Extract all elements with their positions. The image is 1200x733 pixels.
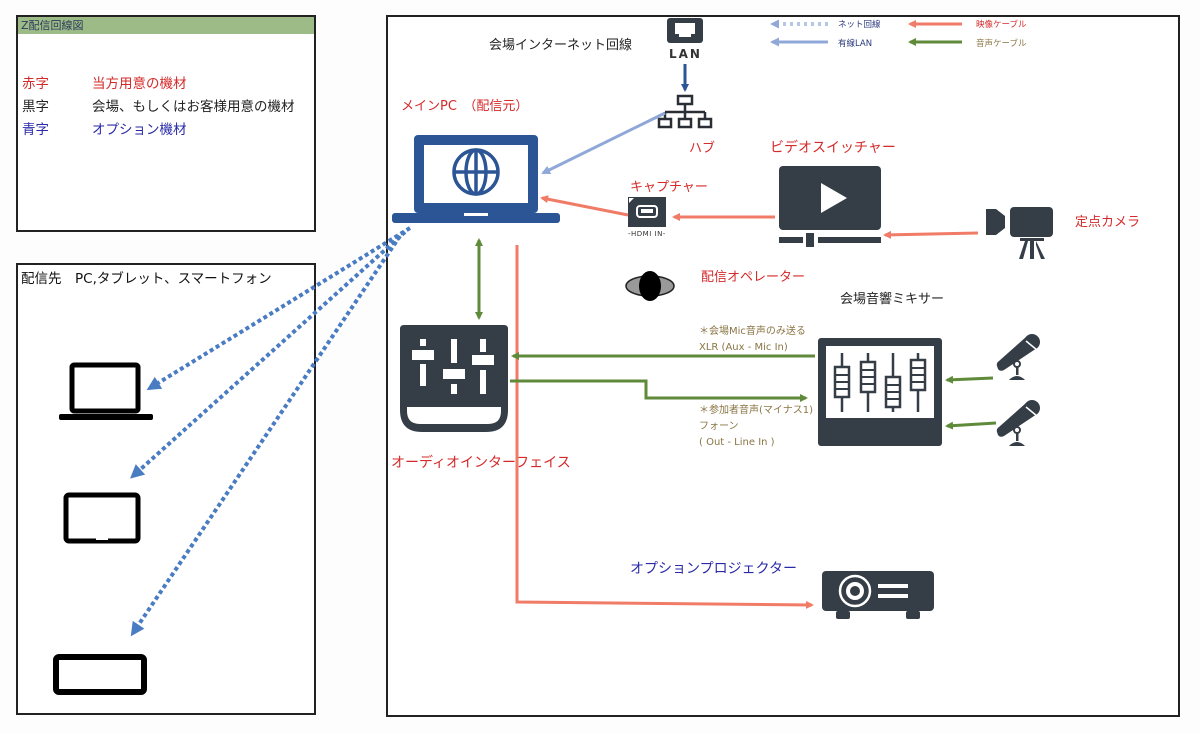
legend-title: Z配信回線図 — [18, 17, 314, 34]
audio-interface-label: オーディオインターフェイス — [391, 455, 571, 471]
hdmi-in-label: -HDMI IN- — [628, 230, 666, 238]
xlr-note-line: XLR (Aux - Mic In) — [699, 342, 788, 353]
legend-net-line-label: ネット回線 — [838, 20, 881, 30]
hub-label: ハブ — [689, 141, 716, 156]
legend-key: 青字 — [22, 122, 49, 138]
operator-label: 配信オペレーター — [701, 270, 806, 285]
legend-wired-lan-label: 有線LAN — [838, 39, 873, 49]
legend-desc: 会場、もしくはお客様用意の機材 — [92, 99, 295, 115]
internet-label: 会場インターネット回線 — [489, 38, 633, 53]
phone-note: ＊参加者音声(マイナス1) フォーン ( Out - Line In ) — [699, 403, 813, 451]
legend-desc: オプション機材 — [92, 122, 187, 138]
phone-note-line: フォーン — [699, 421, 739, 432]
legend-panel: Z配信回線図 赤字 当方用意の機材 黒字 会場、もしくはお客様用意の機材 青字 オプシ… — [16, 15, 316, 232]
lan-label: LAN — [669, 47, 702, 61]
capture-label: キャプチャー — [630, 180, 708, 195]
destination-panel: 配信先 PC,タブレット、スマートフォン — [16, 263, 316, 715]
legend-key: 赤字 — [22, 76, 49, 92]
legend-desc: 当方用意の機材 — [92, 76, 187, 92]
video-switcher-label: ビデオスイッチャー — [770, 140, 896, 156]
phone-note-line: ( Out - Line In ) — [699, 437, 775, 448]
legend-key: 黒字 — [22, 99, 49, 115]
legend-row-blue: 青字 オプション機材 — [22, 118, 187, 138]
projector-label: オプションプロジェクター — [630, 561, 798, 577]
mixer-label: 会場音響ミキサー — [840, 292, 945, 307]
legend-video-cable-label: 映像ケーブル — [976, 20, 1027, 30]
legend-audio-cable-label: 音声ケーブル — [976, 39, 1027, 49]
legend-row-red: 赤字 当方用意の機材 — [22, 72, 187, 92]
fixed-camera-label: 定点カメラ — [1075, 215, 1141, 230]
xlr-note: ＊会場Mic音声のみ送る XLR (Aux - Mic In) — [699, 324, 806, 356]
legend-row-black: 黒字 会場、もしくはお客様用意の機材 — [22, 95, 295, 115]
xlr-note-line: ＊会場Mic音声のみ送る — [699, 326, 806, 337]
main-pc-label: メインPC （配信元） — [401, 99, 529, 114]
main-diagram-panel — [386, 15, 1180, 717]
phone-note-line: ＊参加者音声(マイナス1) — [699, 405, 813, 416]
destination-title: 配信先 PC,タブレット、スマートフォン — [21, 271, 272, 287]
